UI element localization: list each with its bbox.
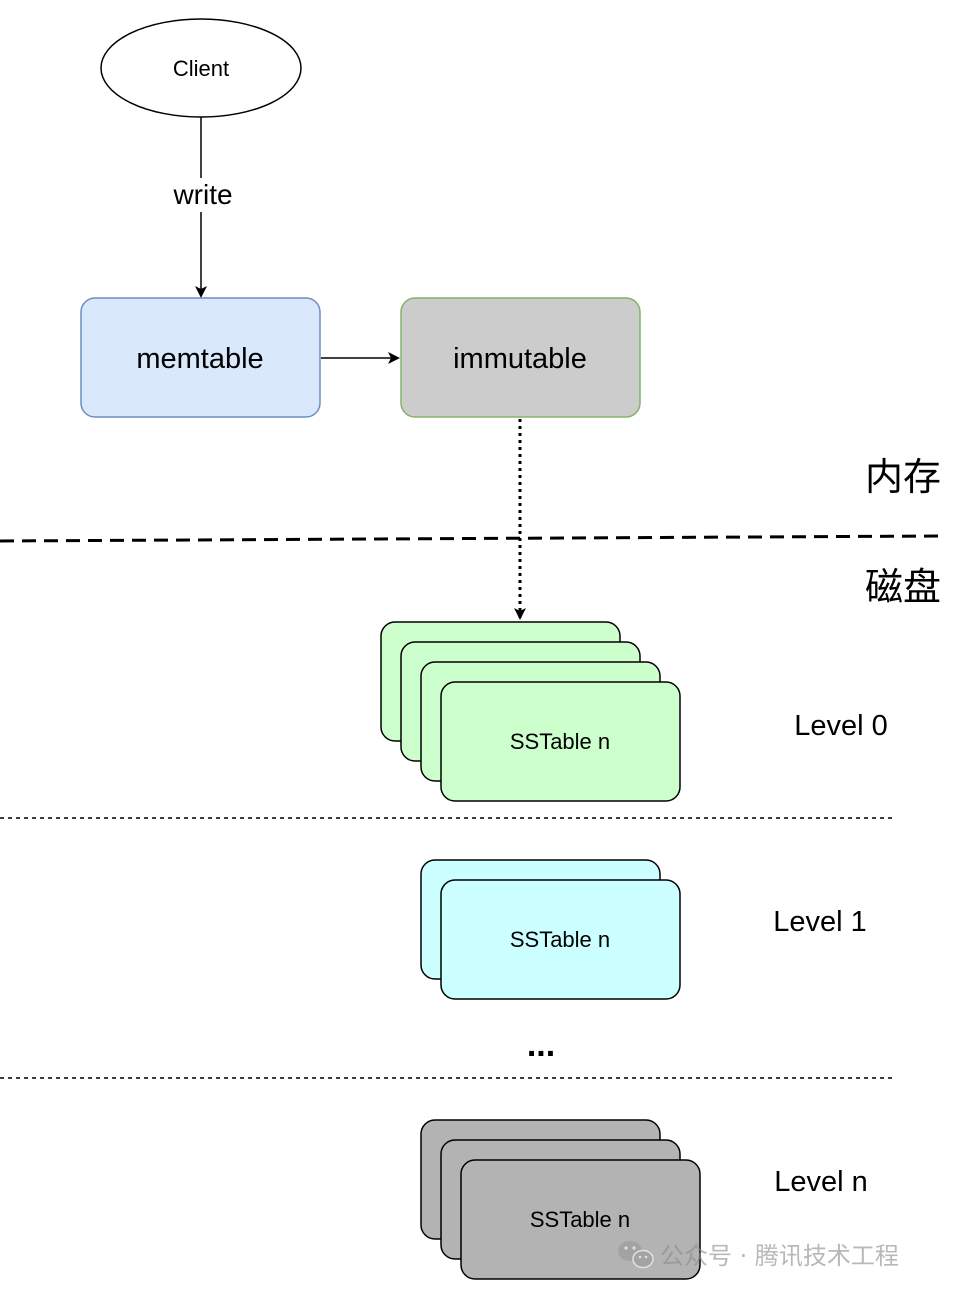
wechat-icon (618, 1241, 654, 1269)
level-n-sstable-stack: SSTable n (420, 1119, 701, 1280)
level-n-sstable-label: SSTable n (530, 1207, 630, 1232)
level-0-sstable-stack: SSTable n (380, 621, 681, 802)
level-1-sstable-label: SSTable n (510, 927, 610, 952)
level-0-sstable-label: SSTable n (510, 729, 610, 754)
memory-region-label: 内存 (865, 455, 941, 499)
immutable-node: immutable (400, 297, 641, 418)
level-n-label: Level n (774, 1166, 868, 1198)
memory-disk-separator (0, 534, 941, 543)
client-node: Client (100, 18, 302, 118)
memtable-label: memtable (136, 343, 263, 375)
level-1-label: Level 1 (773, 906, 867, 938)
watermark: 公众号 · 腾讯技术工程 (618, 1241, 899, 1270)
client-label: Client (173, 56, 229, 81)
write-edge-label: write (172, 179, 232, 210)
disk-region-label: 磁盘 (865, 565, 941, 609)
ellipsis-label: ... (527, 1026, 555, 1064)
level-1-sstable-stack: SSTable n (420, 859, 681, 1000)
memtable-node: memtable (80, 297, 321, 418)
immutable-label: immutable (453, 343, 587, 375)
watermark-text: 公众号 · 腾讯技术工程 (660, 1242, 899, 1270)
level-0-label: Level 0 (794, 710, 888, 742)
write-edge: write (172, 117, 233, 298)
